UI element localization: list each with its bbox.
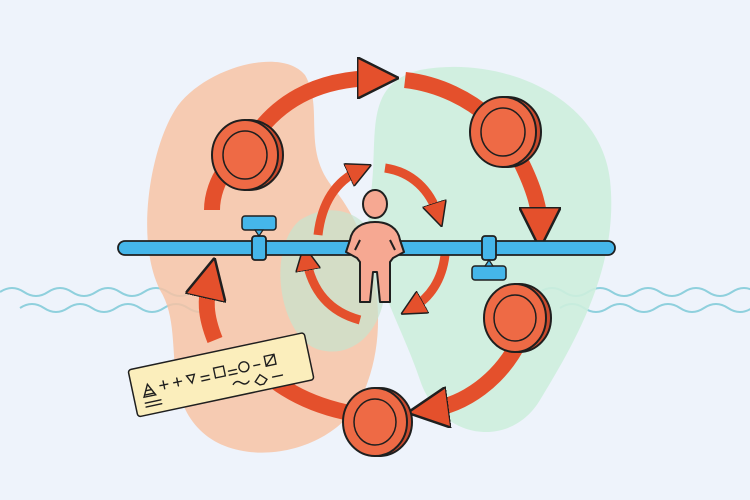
slider-tag-left bbox=[241, 215, 277, 231]
inner-arrow-top-right bbox=[384, 163, 438, 215]
slider-knob-left bbox=[251, 235, 267, 261]
slider-knob-right bbox=[481, 235, 497, 261]
outer-arrow-right bbox=[512, 156, 540, 228]
handwritten-formula-card-icon bbox=[127, 332, 315, 418]
slider-tag-right bbox=[471, 265, 507, 281]
coin-icon bbox=[211, 119, 284, 191]
coin-icon bbox=[342, 387, 413, 457]
coin-icon bbox=[469, 96, 542, 168]
inner-arrow-bottom-left bbox=[306, 258, 362, 325]
coin-icon bbox=[483, 283, 552, 353]
inner-cycle-arrows bbox=[306, 163, 450, 325]
person-icon bbox=[345, 189, 405, 303]
inner-arrow-bottom-right bbox=[412, 254, 450, 308]
inner-arrow-top-left bbox=[313, 170, 360, 236]
outer-arrow-left bbox=[207, 278, 215, 343]
